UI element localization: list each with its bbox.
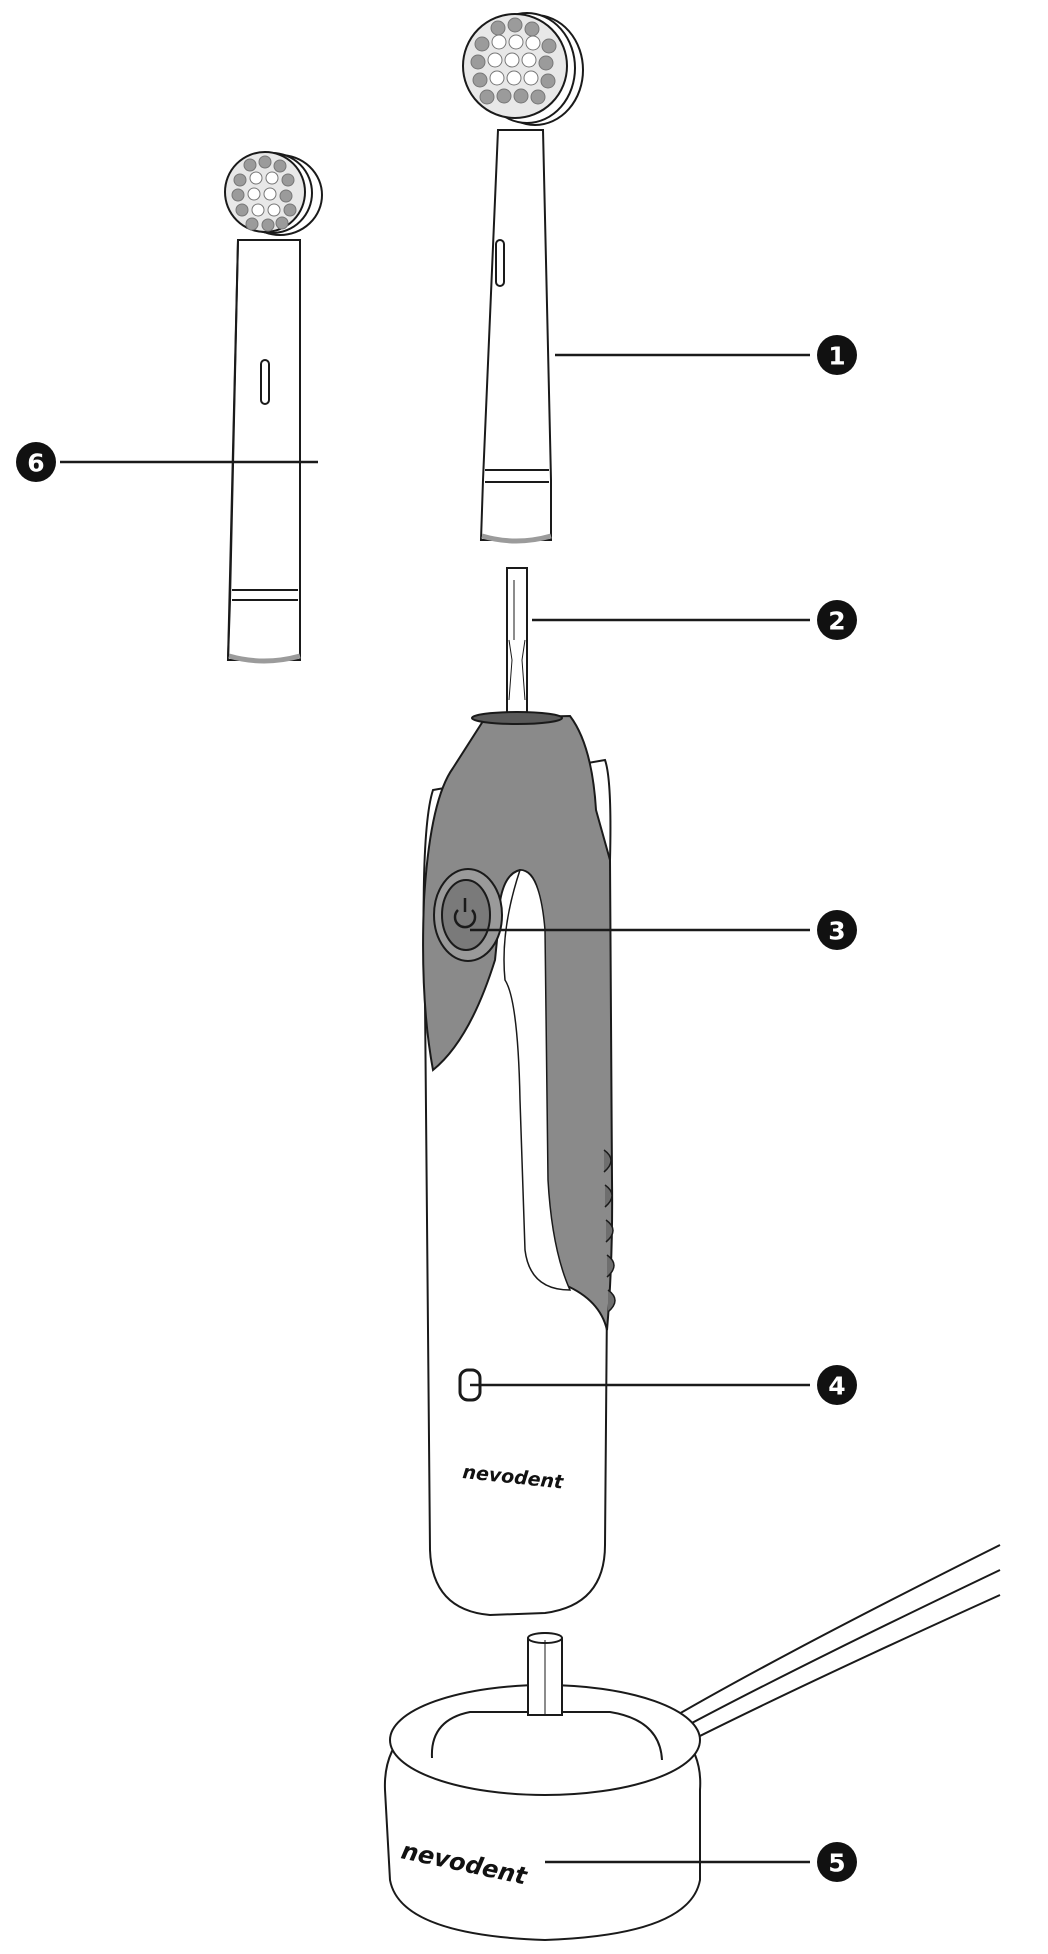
charging-base: nevodent [383,1544,1001,1942]
brush-head-large [462,12,584,544]
svg-text:3: 3 [828,917,845,946]
power-icon [453,898,477,929]
svg-text:1: 1 [828,342,845,371]
svg-text:2: 2 [828,607,845,636]
grip-ridges [603,1149,616,1313]
handle: nevodent [422,711,616,1617]
callout-6: 6 [16,442,56,482]
callout-2: 2 [817,600,857,640]
callout-3: 3 [817,910,857,950]
leader-lines [60,353,810,1864]
bristles-large [470,17,557,105]
svg-text:6: 6 [27,449,44,478]
bristles-small [231,155,297,232]
callout-4: 4 [817,1365,857,1405]
callout-1: 1 [817,335,857,375]
drive-shaft [506,567,528,721]
svg-text:5: 5 [828,1849,845,1878]
svg-text:4: 4 [828,1372,845,1401]
brush-head-small [224,151,323,664]
callout-5: 5 [817,1842,857,1882]
